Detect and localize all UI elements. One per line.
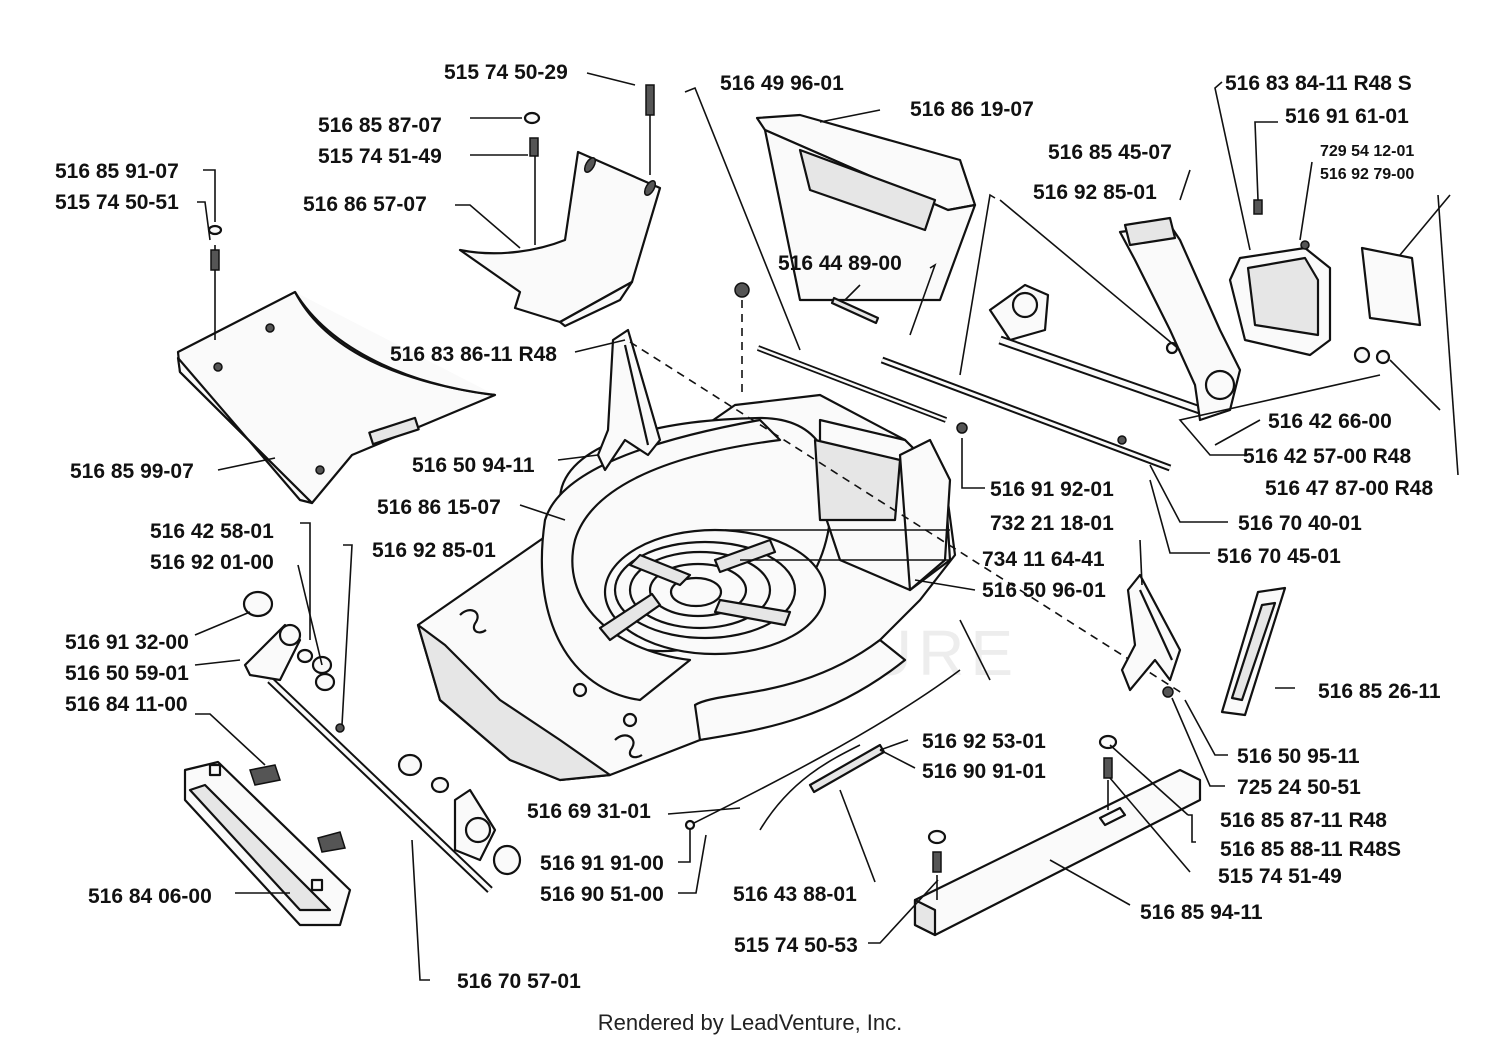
part-label: 515 74 50-29	[444, 61, 568, 84]
part-label: 516 50 96-01	[982, 579, 1106, 602]
side-deflector-plate	[176, 290, 497, 505]
rod-516-49-96-01	[756, 345, 948, 423]
part-label: 516 50 94-11	[412, 454, 535, 477]
bushings-right	[1353, 346, 1391, 365]
part-label: 725 24 50-51	[1237, 776, 1361, 799]
rear-axle-lever	[988, 216, 1242, 422]
part-label: 516 90 51-00	[540, 883, 664, 906]
part-label: 516 84 06-00	[88, 885, 212, 908]
part-label: 516 70 57-01	[457, 970, 581, 993]
part-label: 515 74 50-53	[734, 934, 858, 957]
part-label: 516 83 84-11 R48 S	[1225, 72, 1412, 95]
part-label: 516 91 32-00	[65, 631, 189, 654]
label-plate	[1360, 246, 1422, 327]
top-cover-plate	[458, 84, 662, 328]
part-label: 516 83 86-11 R48	[390, 343, 557, 366]
part-label: 515 74 50-51	[55, 191, 179, 214]
part-label: 516 85 88-11 R48S	[1220, 838, 1401, 861]
part-label: 515 74 51-49	[318, 145, 442, 168]
wheel-lift-bracket-left	[596, 282, 1186, 696]
part-label: 734 11 64-41	[982, 548, 1105, 571]
part-number-labels: 515 74 50-29 516 49 96-01 516 86 19-07 5…	[55, 61, 1441, 993]
height-adjust-cover	[1228, 199, 1332, 357]
part-label: 516 47 87-00 R48	[1265, 477, 1433, 500]
part-label: 516 84 11-00	[65, 693, 188, 716]
part-label: 516 69 31-01	[527, 800, 651, 823]
wheel-lift-bracket-right	[1120, 539, 1182, 698]
hubcap-strip-right	[1220, 586, 1287, 717]
part-label: 516 86 15-07	[377, 496, 501, 519]
part-label: 516 43 88-01	[733, 883, 857, 906]
part-label: 516 92 53-01	[922, 730, 1046, 753]
part-label: 516 85 26-11	[1318, 680, 1441, 703]
part-label: 516 91 92-01	[990, 478, 1114, 501]
spring-516-44-89-00	[830, 284, 880, 325]
part-label: 516 42 57-00 R48	[1243, 445, 1411, 468]
part-label: 516 92 01-00	[150, 551, 274, 574]
part-label: 516 50 59-01	[65, 662, 189, 685]
part-label: 516 70 45-01	[1217, 545, 1341, 568]
mower-deck-housing	[416, 393, 957, 782]
part-label: 516 86 57-07	[303, 193, 427, 216]
part-label: 516 92 85-01	[372, 539, 496, 562]
part-label: 516 42 58-01	[150, 520, 274, 543]
front-guard-left	[183, 760, 352, 927]
part-label: 516 91 91-00	[540, 852, 664, 875]
part-label: 516 91 61-01	[1285, 105, 1409, 128]
rod-516-70-45-01	[880, 356, 1172, 472]
part-label: 516 85 87-07	[318, 114, 442, 137]
screw-and-washer-left	[207, 224, 223, 340]
part-label: 516 85 45-07	[1048, 141, 1172, 164]
part-label: 516 42 66-00	[1268, 410, 1392, 433]
part-label: 516 70 40-01	[1238, 512, 1362, 535]
part-label: 516 85 94-11	[1140, 901, 1263, 924]
grass-chute	[755, 113, 977, 302]
leader-lines	[194, 72, 1459, 981]
part-label: 516 50 95-11	[1237, 745, 1360, 768]
front-axle-left	[242, 590, 522, 893]
footer-credit: Rendered by LeadVenture, Inc.	[598, 1010, 903, 1035]
rear-axle-bar	[913, 734, 1202, 937]
part-label: 515 74 51-49	[1218, 865, 1342, 888]
part-label: 516 92 85-01	[1033, 181, 1157, 204]
part-label: 516 49 96-01	[720, 72, 844, 95]
part-label: 516 85 91-07	[55, 160, 179, 183]
part-label: 516 85 99-07	[70, 460, 194, 483]
part-label: 516 44 89-00	[778, 252, 902, 275]
part-label: 516 86 19-07	[910, 98, 1034, 121]
part-label: 516 90 91-01	[922, 760, 1046, 783]
part-label: 516 85 87-11 R48	[1220, 809, 1387, 832]
part-label: 516 92 79-00	[1320, 166, 1414, 183]
part-label: 732 21 18-01	[990, 512, 1114, 535]
part-label: 729 54 12-01	[1320, 143, 1414, 160]
